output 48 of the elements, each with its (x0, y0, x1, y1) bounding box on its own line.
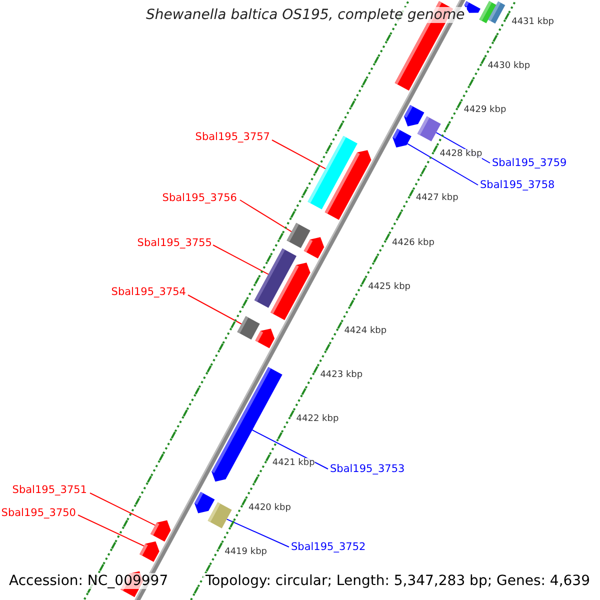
scale-tick-label: 4424 kbp (344, 326, 387, 336)
gene-label: Sbal195_3757 (195, 131, 270, 143)
scale-tick-label: 4420 kbp (248, 502, 291, 512)
scale-tick-label: 4422 kbp (296, 414, 339, 424)
scale-tick-label: 4431 kbp (512, 16, 554, 27)
scale-tick-label: 4419 kbp (224, 546, 267, 557)
gene-block (194, 492, 215, 514)
scale-tick-label: 4423 kbp (320, 370, 363, 380)
gene-block (324, 150, 372, 220)
scale-tick-label: 4425 kbp (368, 282, 410, 292)
scale-tick-label: 4430 kbp (488, 60, 530, 71)
gene-label: Sbal195_3758 (480, 179, 555, 191)
gene-block (255, 328, 275, 348)
scale-tick-label: 4428 kbp (440, 149, 482, 160)
gene-label: Sbal195_3759 (492, 157, 567, 169)
gene-label: Sbal195_3756 (162, 192, 237, 204)
gene-label: Sbal195_3755 (137, 237, 212, 249)
leader-line (188, 294, 242, 324)
gene-block (304, 237, 324, 259)
gene-label: Sbal195_3752 (291, 541, 366, 553)
leader-line (406, 143, 478, 186)
gene-block (140, 541, 160, 562)
gene-label: Sbal195_3754 (111, 286, 186, 298)
scale-tick-label: 4429 kbp (464, 105, 506, 116)
gene-bar (488, 1, 506, 24)
gene-bar (417, 116, 441, 142)
scale-tick-label: 4427 kbp (416, 193, 458, 204)
gene-block (404, 104, 424, 126)
gene-label: Sbal195_3753 (330, 463, 405, 475)
leader-line (212, 244, 269, 275)
gene-label: Sbal195_3750 (1, 507, 76, 519)
scale-tick-label: 4426 kbp (392, 238, 434, 248)
gene-bar (237, 316, 260, 340)
gene-bar (286, 222, 310, 248)
leader-line (90, 492, 156, 526)
gene-label: Sbal195_3751 (12, 484, 87, 496)
gene-block (270, 262, 310, 320)
leader-line (226, 518, 290, 548)
gene-block (150, 520, 171, 542)
title: Shewanella baltica OS195, complete genome (144, 7, 467, 23)
leader-line (78, 514, 144, 546)
genome-summary-text: Topology: circular; Length: 5,347,283 bp; Genes: 4,639 (203, 573, 592, 589)
leader-line (272, 140, 326, 170)
gene-bar (208, 502, 232, 528)
gene-block (392, 128, 412, 148)
scale-tick-label: 4421 kbp (272, 458, 315, 468)
leader-line (252, 430, 328, 470)
leader-line (240, 200, 292, 232)
